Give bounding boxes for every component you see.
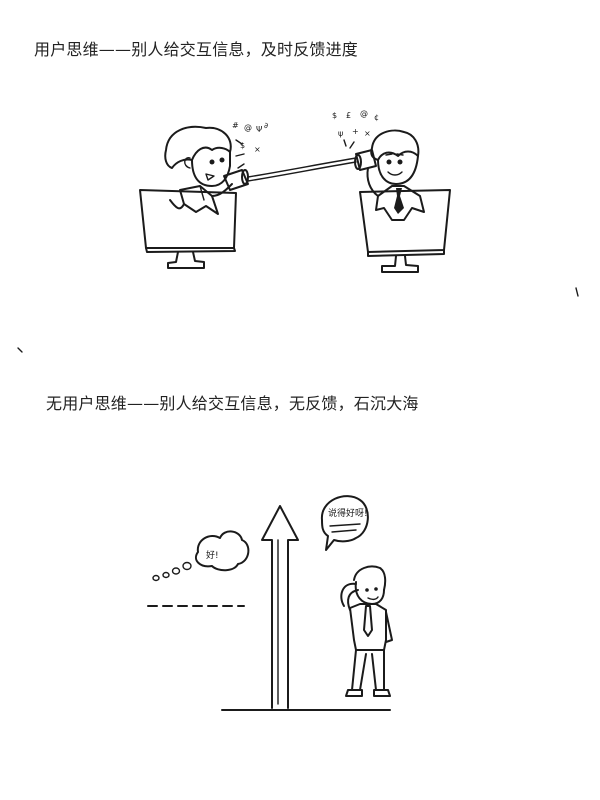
svg-text:@: @ <box>244 123 252 132</box>
svg-text:£: £ <box>346 111 351 120</box>
scribble-left: # @ Ψ ∂ $ × <box>232 121 268 169</box>
thought-dots <box>152 561 192 582</box>
svg-text:$: $ <box>332 111 337 120</box>
svg-text:@: @ <box>360 109 368 118</box>
speech-bubble: 说得好呀! <box>320 495 369 551</box>
svg-text:Ψ: Ψ <box>256 125 262 134</box>
svg-text:×: × <box>364 129 371 138</box>
right-monitor <box>359 189 451 273</box>
speech-bubble-text: 说得好呀! <box>328 507 368 519</box>
svg-text:×: × <box>254 145 261 154</box>
svg-text:∂: ∂ <box>264 121 268 130</box>
svg-text:#: # <box>232 121 239 130</box>
left-monitor <box>139 189 237 269</box>
thought-cloud-text: 好! <box>206 549 219 561</box>
svg-text:ψ: ψ <box>338 129 343 138</box>
svg-text:¢: ¢ <box>374 113 379 122</box>
thought-cloud: 好! <box>194 530 250 572</box>
upward-arrow <box>261 505 299 709</box>
stray-mark <box>575 287 579 297</box>
stray-mark <box>17 347 23 353</box>
left-person <box>164 125 249 215</box>
caption-without-user-thinking: 无用户思维——别人给交互信息，无反馈，石沉大海 <box>46 394 419 413</box>
right-person <box>354 129 425 221</box>
caption-with-user-thinking: 用户思维——别人给交互信息，及时反馈进度 <box>34 40 359 59</box>
svg-text:$: $ <box>240 141 245 150</box>
saluting-person <box>340 565 393 697</box>
scribble-right: $ £ @ ¢ ψ + × <box>332 109 379 149</box>
string-line <box>247 157 357 182</box>
svg-text:+: + <box>352 127 359 136</box>
